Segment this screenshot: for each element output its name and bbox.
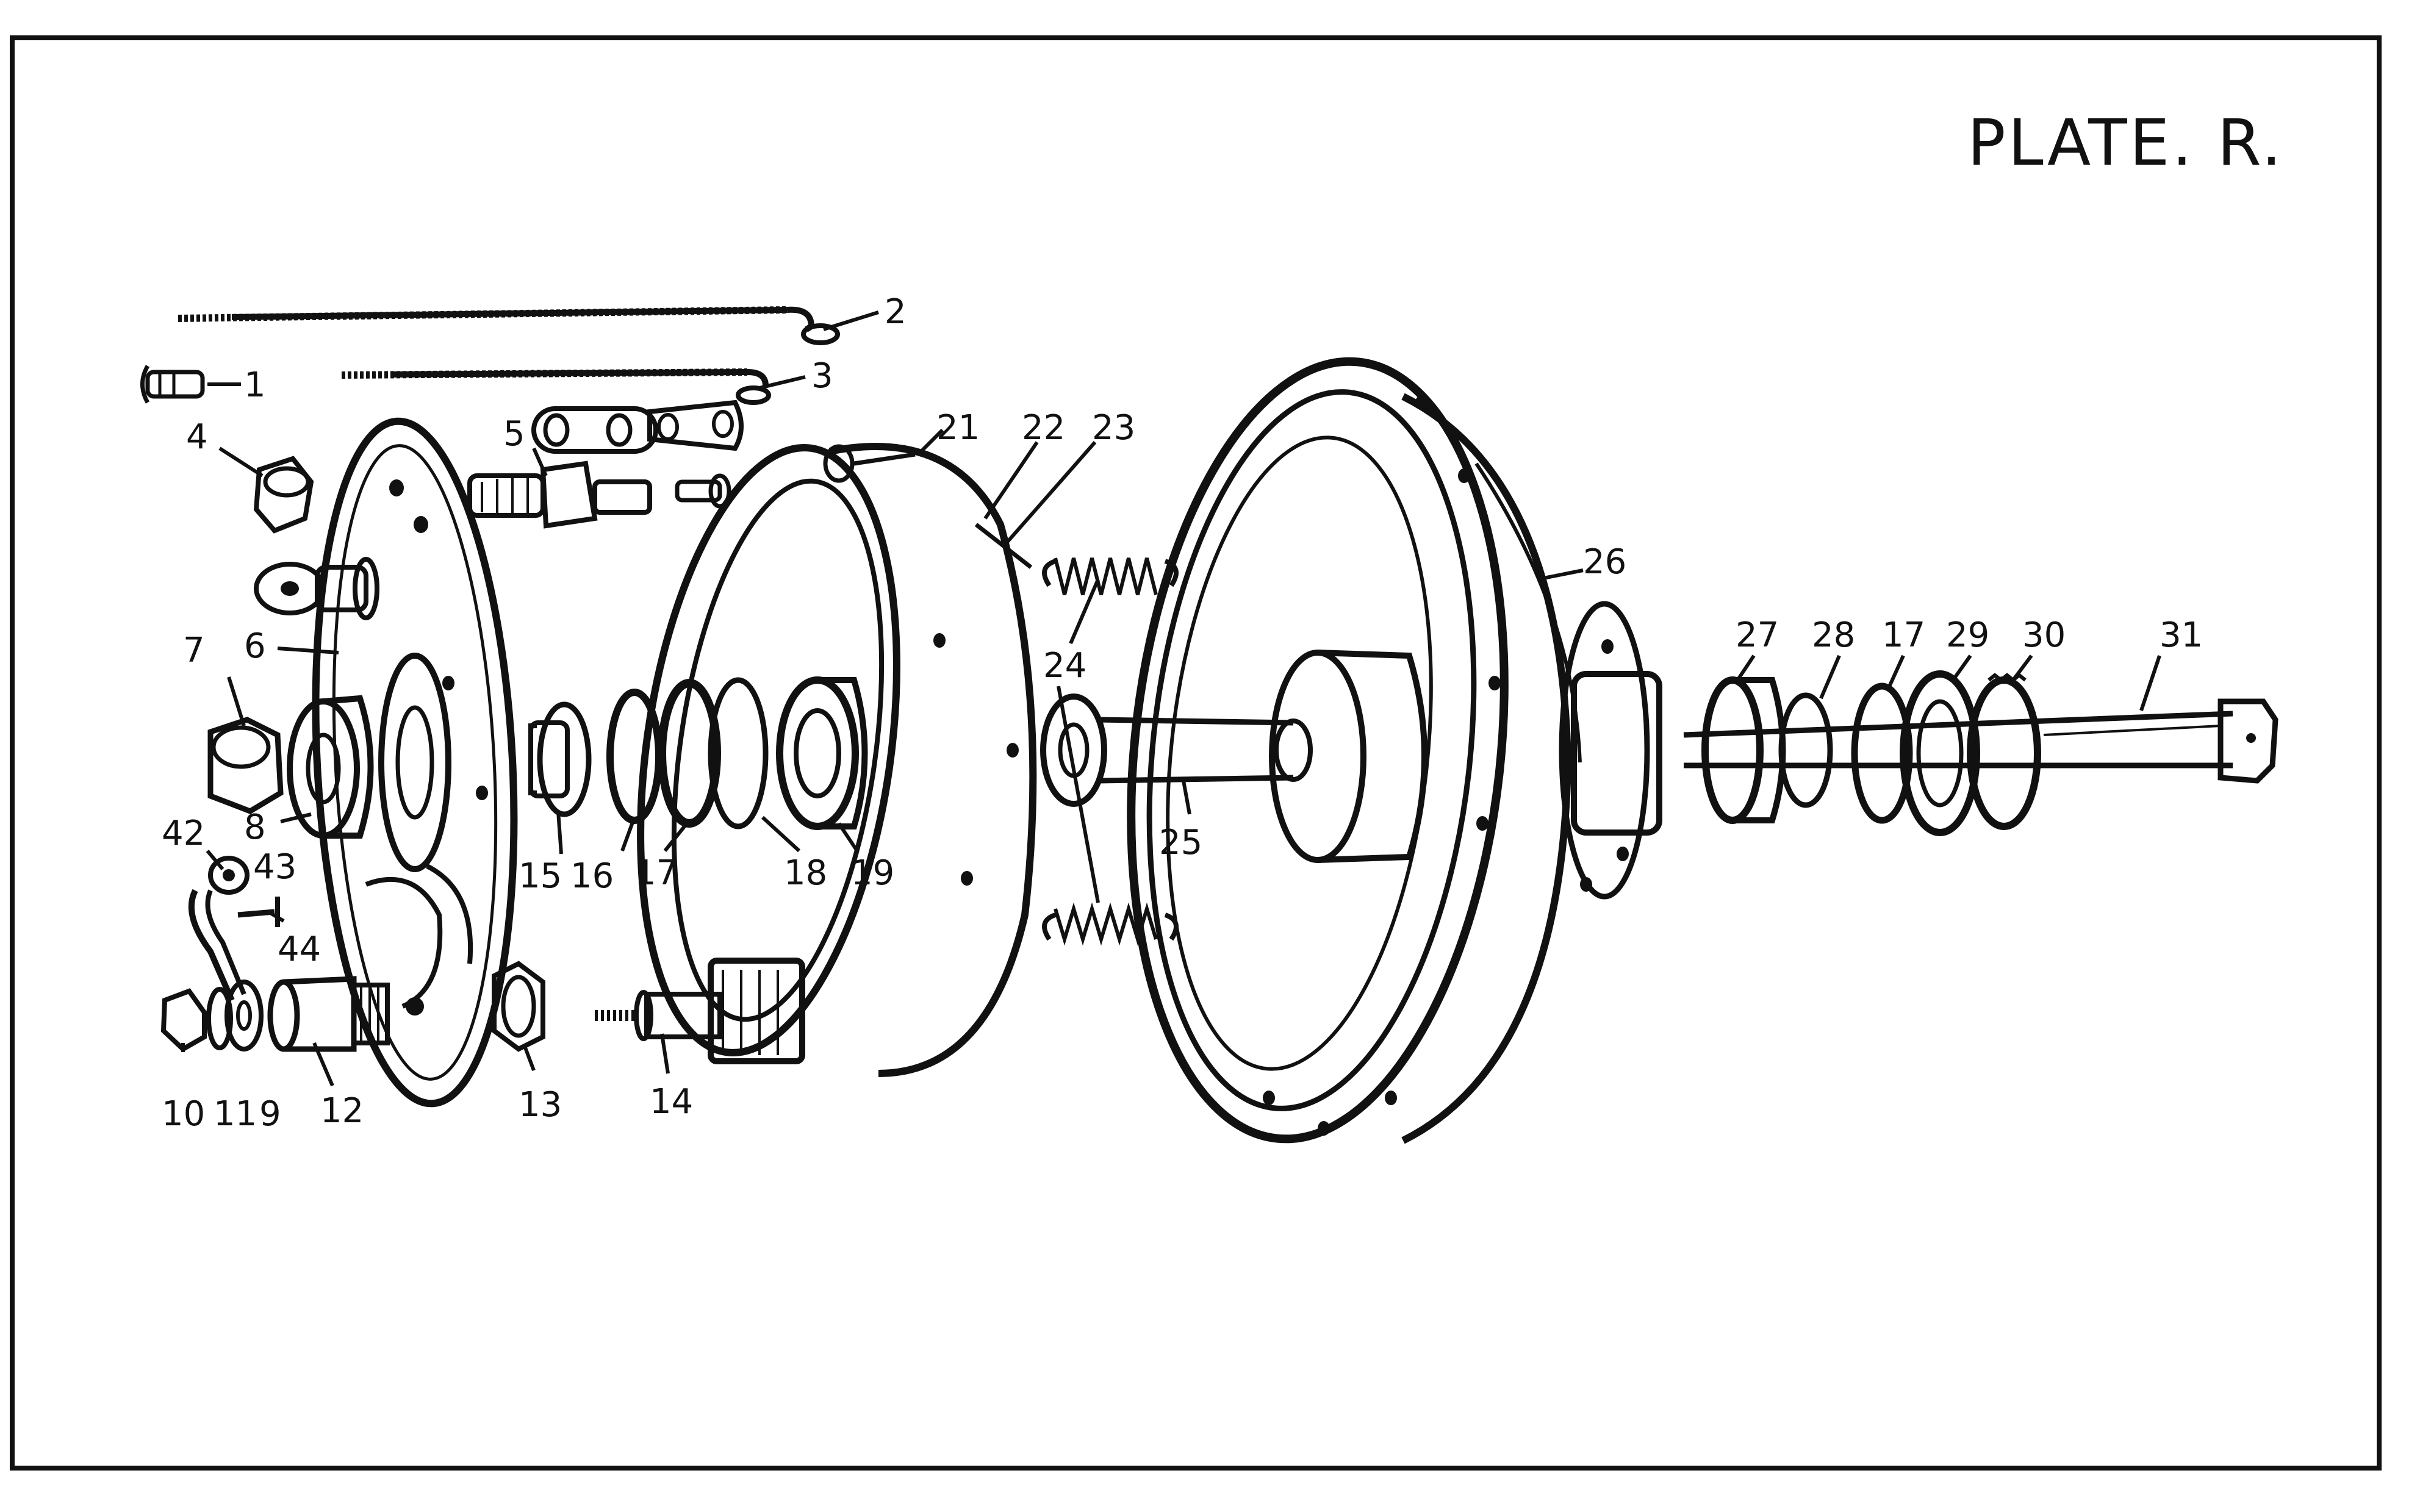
callout-label: 10 bbox=[162, 1094, 205, 1134]
part-2-spoke-long bbox=[178, 306, 840, 345]
callout-label: 26 bbox=[1583, 542, 1626, 582]
part-12-threaded-bush bbox=[267, 976, 390, 1052]
callout-label: 25 bbox=[1159, 823, 1202, 862]
part-14-pivot-pin bbox=[595, 990, 722, 1041]
callout-label: 18 bbox=[784, 853, 827, 893]
callout-label: 29 bbox=[1946, 615, 1989, 655]
callout-label: 23 bbox=[1092, 408, 1135, 448]
callout-labels: 1 2 3 4 5 6 7 8 42 43 44 10 11 9 12 13 1… bbox=[162, 292, 2203, 1134]
part-4-hex-nut bbox=[253, 456, 314, 534]
part-8-bush bbox=[287, 695, 374, 839]
callout-label: 13 bbox=[519, 1085, 562, 1125]
part-3-spoke-short bbox=[341, 368, 771, 405]
part-26-hub-drum bbox=[1127, 357, 1662, 1144]
callout-label: 44 bbox=[278, 930, 321, 969]
callout-label: 3 bbox=[811, 356, 833, 396]
part-21-23-brake-shoes bbox=[637, 443, 1037, 1077]
part-15-19-bearing-stack bbox=[528, 676, 868, 830]
part-5-adjuster bbox=[467, 399, 744, 529]
part-10-11-9-nut-washers bbox=[160, 980, 264, 1052]
parts bbox=[140, 306, 2278, 1144]
callout-label: 21 bbox=[936, 408, 980, 448]
callout-label: 12 bbox=[320, 1091, 364, 1131]
part-25-spindle bbox=[1040, 693, 1313, 807]
leader-lines bbox=[181, 310, 2161, 1087]
callout-label: 1 bbox=[244, 365, 266, 405]
callout-label: 17 bbox=[1882, 615, 1925, 655]
callout-label: 15 bbox=[519, 856, 562, 896]
callout-label: 24 bbox=[1043, 646, 1086, 686]
callout-label: 19 bbox=[851, 853, 894, 893]
callout-label: 31 bbox=[2160, 615, 2203, 655]
callout-label: 5 bbox=[503, 414, 525, 454]
callout-label: 2 bbox=[885, 292, 907, 332]
callout-label: 6 bbox=[244, 626, 266, 666]
callout-label: 16 bbox=[570, 856, 614, 896]
part-1-bolt bbox=[140, 365, 205, 404]
part-7-nut bbox=[207, 717, 284, 814]
callout-label: 11 bbox=[214, 1094, 257, 1134]
callout-label: 7 bbox=[183, 631, 205, 670]
callout-label: 14 bbox=[650, 1082, 693, 1122]
callout-label: 43 bbox=[253, 847, 296, 887]
callout-label: 42 bbox=[162, 814, 205, 853]
plate-title: PLATE. R. bbox=[1967, 106, 2284, 180]
callout-label: 4 bbox=[186, 417, 208, 457]
part-13-nut bbox=[492, 961, 545, 1052]
part-27-30-bearing-rings bbox=[1701, 670, 2041, 836]
callout-label: 8 bbox=[244, 808, 266, 847]
callout-label: 17 bbox=[634, 853, 678, 893]
callout-label: 30 bbox=[2022, 615, 2066, 655]
part-31-axle bbox=[1683, 698, 2278, 784]
part-6-brake-plate bbox=[254, 417, 518, 1108]
plate-border bbox=[10, 35, 2382, 1471]
callout-label: 22 bbox=[1022, 408, 1065, 448]
callout-label: 9 bbox=[259, 1094, 281, 1134]
callout-label: 27 bbox=[1736, 615, 1779, 655]
callout-label: 28 bbox=[1812, 615, 1855, 655]
